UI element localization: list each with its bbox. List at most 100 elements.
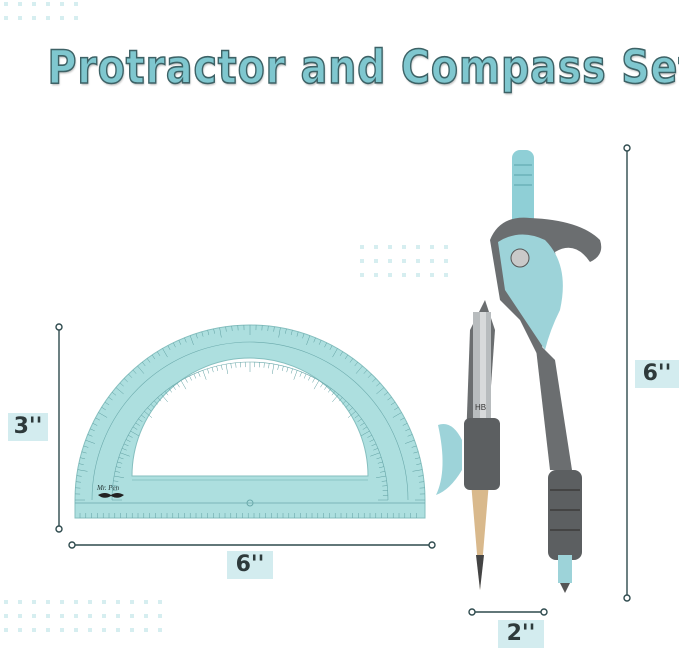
tick (225, 326, 227, 332)
dot (388, 273, 392, 277)
dot (444, 245, 448, 249)
dot (130, 600, 134, 604)
tick (178, 340, 182, 345)
tick (263, 362, 265, 368)
tick (273, 326, 275, 332)
tick (327, 388, 332, 393)
tick (125, 439, 131, 442)
tick (362, 426, 368, 430)
dot (374, 273, 378, 277)
dot (32, 600, 36, 604)
tick (113, 480, 119, 482)
tick (180, 380, 187, 390)
dot (32, 2, 36, 6)
tick (184, 378, 188, 383)
tick (357, 418, 362, 423)
tick (231, 325, 233, 331)
dot (430, 259, 434, 263)
tick (235, 362, 237, 368)
dot (416, 245, 420, 249)
dot (116, 628, 120, 632)
tick (120, 452, 130, 457)
dot (402, 273, 406, 277)
tick (213, 328, 215, 334)
tick (367, 434, 372, 438)
tick (123, 378, 128, 383)
tick (116, 466, 122, 469)
dot (4, 600, 8, 604)
dot (18, 2, 22, 6)
tick (332, 394, 339, 403)
tick (290, 330, 293, 336)
tick (411, 445, 417, 448)
tick (101, 407, 106, 411)
tick (119, 382, 124, 387)
tick (104, 401, 110, 406)
tick (115, 387, 124, 395)
dot (60, 2, 64, 6)
tick (360, 422, 365, 426)
dot (158, 614, 162, 618)
tick (285, 328, 287, 334)
tick (111, 392, 117, 396)
dot (4, 2, 8, 6)
tick (216, 366, 219, 372)
tick (339, 351, 343, 356)
dot (416, 259, 420, 263)
dot (116, 600, 120, 604)
tick (137, 365, 145, 374)
tick (380, 471, 386, 473)
tick (331, 391, 336, 396)
dot (374, 245, 378, 249)
dot (374, 259, 378, 263)
tick (132, 369, 137, 374)
tick (312, 378, 316, 383)
tick (313, 380, 320, 390)
dot (144, 600, 148, 604)
tick (338, 397, 343, 402)
tick (278, 327, 281, 338)
dot-grid-decoration (4, 2, 448, 632)
tick (416, 463, 422, 465)
tick (198, 371, 201, 377)
dot (416, 273, 420, 277)
dimension-lines (55, 144, 631, 616)
tick (132, 426, 138, 430)
tick (207, 330, 210, 336)
tick (75, 481, 81, 483)
tick (299, 371, 302, 377)
dot (74, 600, 78, 604)
tick (157, 397, 162, 402)
dot (4, 614, 8, 618)
dot (18, 628, 22, 632)
tick (195, 333, 198, 339)
tick (81, 451, 87, 454)
dot (60, 628, 64, 632)
tick (407, 434, 413, 437)
tick (121, 448, 127, 451)
dot (102, 628, 106, 632)
tick (230, 363, 232, 369)
tick (378, 466, 384, 469)
tick (211, 367, 214, 373)
tick (369, 439, 375, 442)
tick (286, 367, 289, 373)
dot (388, 245, 392, 249)
tick (399, 417, 405, 421)
tick (85, 439, 96, 444)
tick (135, 422, 140, 426)
tick (324, 385, 328, 390)
svg-text:HB: HB (475, 403, 486, 412)
dot (60, 600, 64, 604)
dot (144, 614, 148, 618)
tick (363, 369, 368, 374)
tick (394, 407, 399, 411)
dot (18, 614, 22, 618)
dot (18, 16, 22, 20)
dot (430, 245, 434, 249)
tick (164, 391, 169, 396)
dimension-label-protractor-height: 3'' (8, 413, 48, 441)
dot (130, 628, 134, 632)
tick (376, 387, 385, 395)
tick (354, 414, 359, 419)
